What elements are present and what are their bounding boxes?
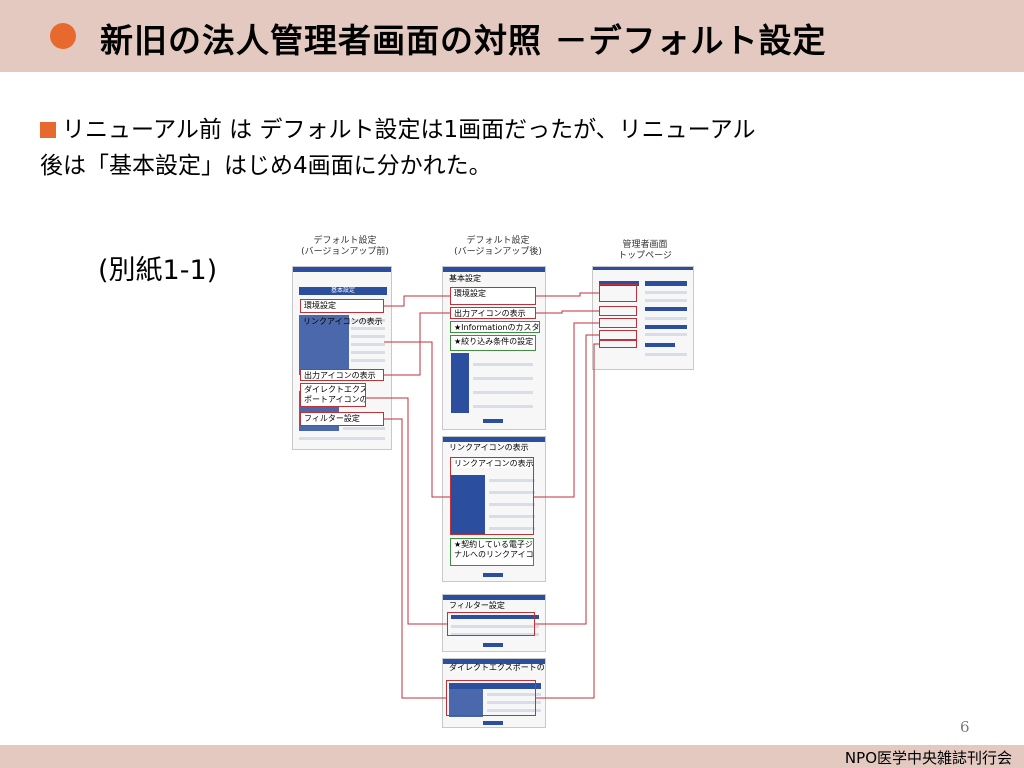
connector-admin-5 (536, 343, 599, 699)
annex-label: (別紙1-1) (98, 255, 218, 286)
connector-filter (384, 418, 446, 699)
caption-before: デフォルト設定 (バージョンアップ前) (300, 236, 390, 258)
title-bar: 新旧の法人管理者画面の対照 －デフォルト設定 (0, 0, 1024, 72)
connector-output (384, 312, 450, 376)
body-line-1: リニューアル前 は デフォルト設定は1画面だったが、リニューアル (62, 117, 756, 143)
old-output-icon-box: 出力アイコンの表示 (300, 369, 384, 381)
admin-link-box-4 (599, 330, 637, 340)
new-filter-box (447, 612, 535, 636)
old-filter-box: フィルター設定 (300, 412, 384, 426)
caption-before-line2: (バージョンアップ前) (301, 247, 389, 257)
slide-title: 新旧の法人管理者画面の対照 －デフォルト設定 (100, 21, 827, 60)
caption-after-line2: (バージョンアップ後) (454, 247, 542, 257)
old-env-settings-box: 環境設定 (300, 299, 384, 313)
connector-link (384, 341, 450, 498)
new-filter-screenshot: フィルター設定 (442, 594, 546, 652)
caption-after: デフォルト設定 (バージョンアップ後) (448, 236, 548, 258)
connector-env (384, 295, 450, 307)
caption-admin-line1: 管理者画面 (622, 240, 668, 250)
new-info-custom-box: ★Informationのカスタマイ (450, 321, 540, 333)
caption-admin-line2: トップページ (618, 251, 672, 261)
new-env-settings-box: 環境設定 (450, 287, 536, 305)
connector-admin-4 (535, 334, 599, 625)
footer-org: NPO医学中央雑誌刊行会 (844, 749, 1012, 767)
admin-link-box-2 (599, 306, 637, 316)
new-link-heading: リンクアイコンの表示 (449, 443, 529, 452)
connector-admin-3 (534, 322, 599, 498)
caption-before-line1: デフォルト設定 (313, 236, 377, 246)
square-bullet-icon (40, 122, 56, 138)
connector-admin-1 (536, 292, 599, 297)
caption-after-line1: デフォルト設定 (466, 236, 530, 246)
new-output-icon-box: 出力アイコンの表示 (450, 307, 536, 319)
caption-admin: 管理者画面 トップページ (600, 240, 690, 262)
admin-link-box-5 (599, 340, 637, 348)
admin-link-box-1 (599, 284, 637, 302)
new-basic-heading: 基本設定 (449, 274, 481, 283)
body-text: リニューアル前 は デフォルト設定は1画面だったが、リニューアル 後は「基本設定… (40, 112, 960, 184)
body-line-2: 後は「基本設定」はじめ4画面に分かれた。 (40, 153, 492, 179)
new-direct-export-box (446, 680, 536, 716)
new-ejournal-box: ★契約している電子ジャー ナルへのリンクアイコン (450, 538, 534, 566)
footer-bar: NPO医学中央雑誌刊行会 (0, 745, 1024, 768)
new-link-icon-box: リンクアイコンの表示 (450, 457, 534, 535)
new-direct-export-screenshot: ダイレクトエクスポートの表示 (442, 658, 546, 728)
new-filter-heading: フィルター設定 (449, 601, 505, 610)
connector-direct (366, 397, 447, 625)
old-heading: 基本設定 (331, 287, 356, 294)
old-direct-export-box: ダイレクトエクス ポートアイコンの表 (300, 383, 366, 407)
admin-link-box-3 (599, 318, 637, 328)
old-link-icon-label: リンクアイコンの表示 (303, 317, 383, 326)
page-number: 6 (960, 718, 970, 736)
connector-admin-2 (536, 310, 599, 314)
new-narrow-conditions-box: ★絞り込み条件の設定 (450, 335, 536, 351)
new-direct-heading: ダイレクトエクスポートの表示 (449, 663, 545, 672)
title-bullet-circle (50, 23, 76, 49)
